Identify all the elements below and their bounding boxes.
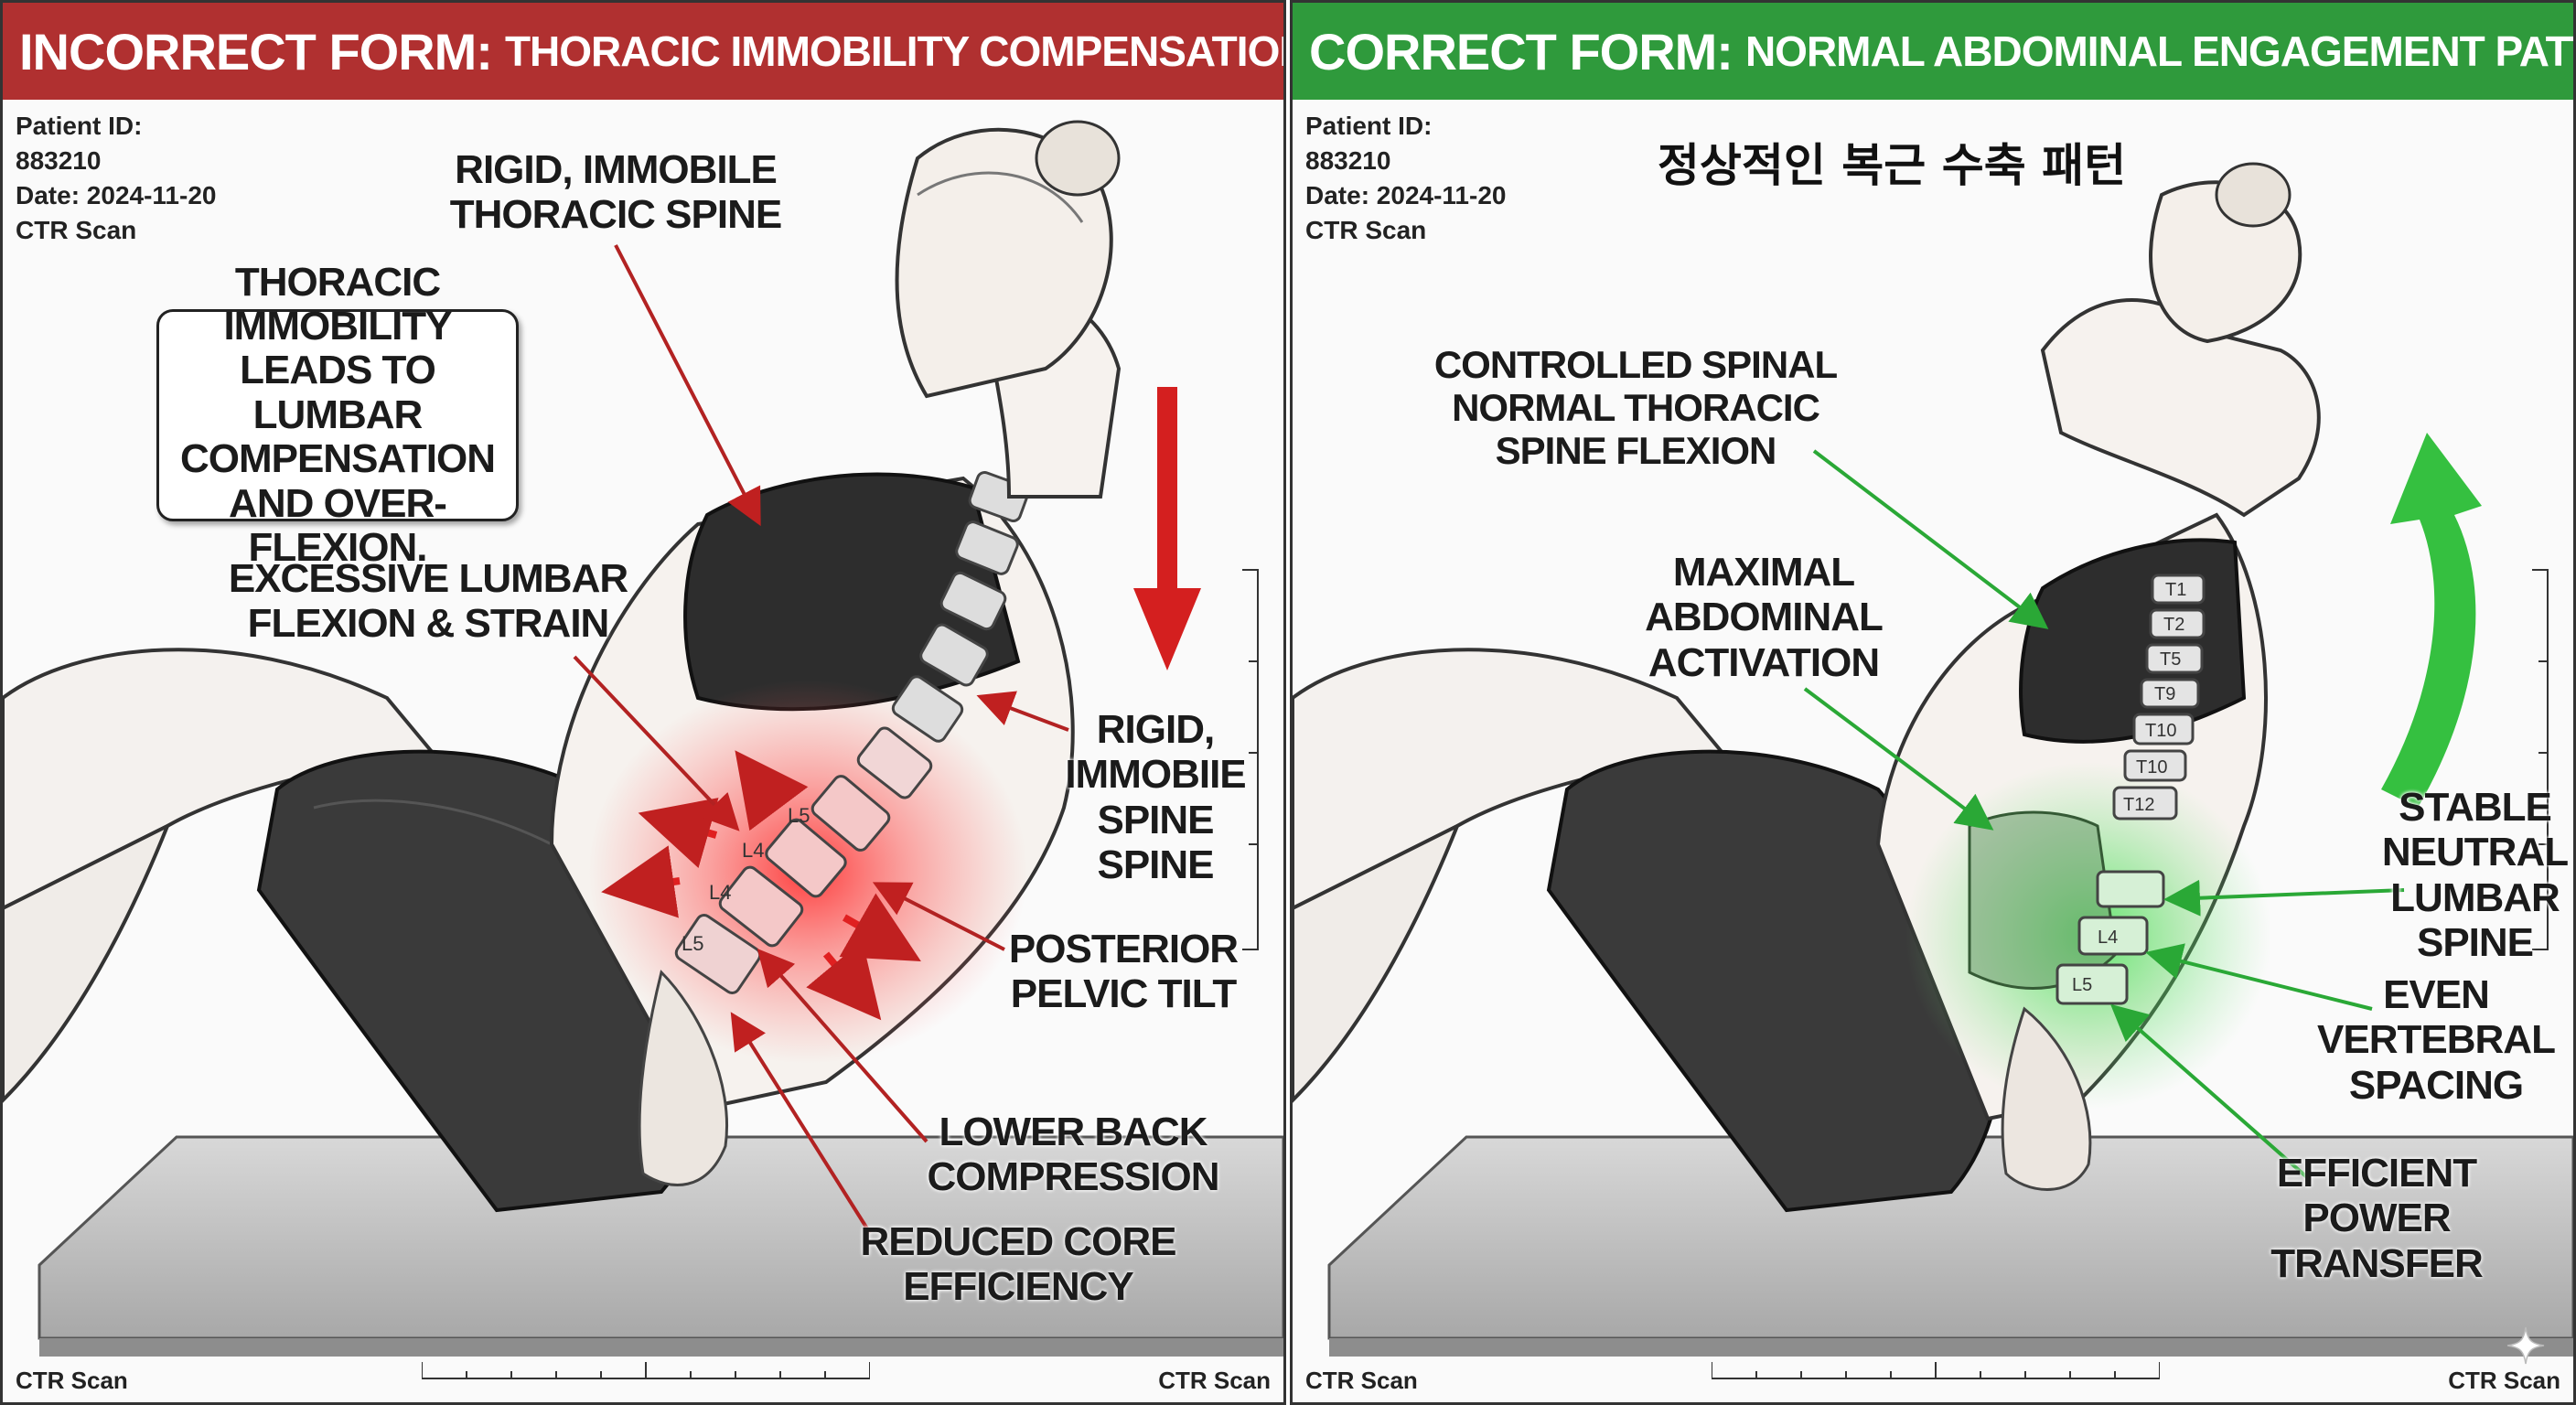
hair-bun [2215,162,2292,228]
side-bracket [2532,569,2549,950]
patient-meta: Patient ID: 883210 Date: 2024-11-20 CTR … [16,109,216,248]
exercise-mat [38,1135,1283,1340]
label-rigid-spine-line3: SPINE [1097,797,1214,842]
correct-form-illustration: T1 T2 T5 T9 T10 T10 T12 L4 L5 [1293,162,2573,1357]
footer-scan-right: CTR Scan [1158,1367,1271,1394]
header-title-sub: THORACIC IMMOBILITY COMPENSATION [504,27,1283,75]
sports-bra [2019,538,2247,744]
header-title-main: CORRECT FORM: [1309,22,1733,80]
vertebra-label-l5-a: L5 [788,804,810,827]
vertebra-label-l4-a: L4 [742,839,764,862]
down-arrow [1133,387,1201,670]
correct-form-header: CORRECT FORM: NORMAL ABDOMINAL ENGAGEMEN… [1293,3,2573,100]
incorrect-form-panel: INCORRECT FORM: THORACIC IMMOBILITY COMP… [0,0,1286,1405]
vertebra-label-l4: L4 [2098,928,2118,948]
up-curved-arrow [2381,433,2482,808]
footer-scan-left: CTR Scan [1305,1367,1418,1394]
label-rigid-spine-line2: IMMOBIIE [1065,752,1246,798]
pelvis-bone [638,970,728,1186]
header-title-main: INCORRECT FORM: [19,22,493,80]
footer-scan-right: CTR Scan [2448,1367,2560,1394]
scale-ruler [422,1362,870,1379]
vertebra-label-t5: T5 [2160,649,2181,670]
label-controlled-line2: NORMAL THORACIC [1452,386,1820,430]
label-stable-lumbar: STABLE NEUTRAL LUMBAR SPINE [2381,785,2569,965]
sparkle-watermark-icon [2506,1326,2545,1365]
leg-thigh [1293,648,1726,911]
vertebra-label-t12: T12 [2123,795,2154,815]
label-reduced-core: REDUCED CORE EFFICIENCY [860,1219,1177,1310]
vertebra-label-t1: T1 [2165,580,2186,600]
vertebra-label-t9: T9 [2154,684,2175,704]
strain-arrows [601,750,921,1021]
patient-meta: Patient ID: 883210 Date: 2024-11-20 CTR … [1305,109,1506,248]
scale-ruler [1712,1362,2160,1379]
label-efficient-transfer: EFFICIENT POWER TRANSFER [2270,1151,2484,1286]
pointer-lines [573,244,1069,1235]
leg-thigh [3,648,436,911]
label-rigid-spine: RIGID, IMMOBIIE SPINE SPINE [1046,707,1265,887]
label-controlled-spinal: CONTROLLED SPINAL NORMAL THORACIC SPINE … [1421,343,1851,472]
patient-id-value: 883210 [1305,146,1391,175]
hair-bun [1035,120,1121,197]
compensation-callout: THORACIC IMMOBILITY LEADS TO LUMBAR COMP… [156,260,519,570]
pelvis-bone [2001,1006,2092,1191]
patient-id-label: Patient ID: [16,112,143,140]
patient-id-value: 883210 [16,146,102,175]
scan-type: CTR Scan [1305,216,1427,244]
scan-type: CTR Scan [16,216,137,244]
korean-title: 정상적인 복근 수축 패턴 [1657,139,2127,192]
leg-shin [3,821,171,1103]
lumbar-spine [674,471,1030,994]
pointer-lines [1803,449,2405,1180]
side-bracket [1242,569,1259,950]
label-even-spacing: EVEN VERTEBRAL SPACING [2317,972,2556,1108]
incorrect-form-illustration: L5 L4 L4 L5 [3,120,1283,1357]
label-lower-back: LOWER BACK COMPRESSION [927,1110,1219,1200]
thoracic-lumbar-spine [2055,574,2206,1005]
scan-date: Date: 2024-11-20 [1305,181,1507,209]
label-rigid-thoracic: RIGID, IMMOBILE THORACIC SPINE [449,147,782,238]
footer-scan-left: CTR Scan [16,1367,128,1394]
correct-form-panel: CORRECT FORM: NORMAL ABDOMINAL ENGAGEMEN… [1290,0,2576,1405]
label-rigid-spine-line1: RIGID, [1096,707,1215,752]
label-controlled-line1: CONTROLLED SPINAL [1433,343,1838,386]
vertebra-label-t10-a: T10 [2145,721,2176,741]
label-excessive-lumbar: EXCESSIVE LUMBAR FLEXION & STRAIN [228,556,628,647]
label-rigid-spine-line4: SPINE [1097,842,1214,887]
vertebra-label-l5-b: L5 [682,932,703,955]
vertebra-label-t2: T2 [2163,615,2184,635]
header-title-sub: NORMAL ABDOMINAL ENGAGEMENT PATTERN [1744,27,2573,75]
patient-id-label: Patient ID: [1305,112,1433,140]
incorrect-form-header: INCORRECT FORM: THORACIC IMMOBILITY COMP… [3,3,1283,100]
scan-date: Date: 2024-11-20 [16,181,217,209]
label-posterior-tilt: POSTERIOR PELVIC TILT [1008,927,1239,1017]
abdominal-muscles [1968,810,2118,990]
vertebra-label-l5: L5 [2072,975,2092,995]
raised-arms [2040,298,2321,518]
leg-shin [1293,821,1461,1103]
vertebra-label-l4-b: L4 [709,881,731,904]
vertebra-label-t10-b: T10 [2136,757,2167,778]
label-controlled-line3: SPINE FLEXION [1495,429,1777,473]
exercise-mat [1327,1135,2573,1340]
label-maximal-activation: MAXIMAL ABDOMINAL ACTIVATION [1645,550,1884,685]
